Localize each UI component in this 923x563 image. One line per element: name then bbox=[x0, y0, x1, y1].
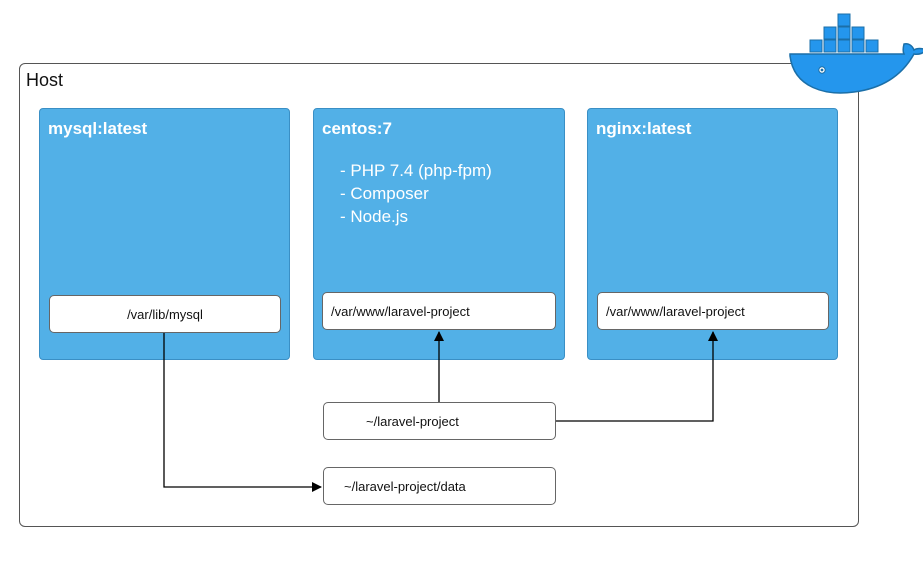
container-title: mysql:latest bbox=[48, 119, 148, 138]
feature-item: - PHP 7.4 (php-fpm) bbox=[340, 161, 492, 180]
host-label: Host bbox=[26, 70, 64, 90]
connector-mysql-to-data bbox=[163, 333, 322, 492]
connector-project-to-nginx bbox=[556, 331, 718, 422]
mount-nginx: /var/www/laravel-project bbox=[597, 292, 829, 330]
container-title: centos:7 bbox=[322, 119, 392, 138]
host-path-project: ~/laravel-project bbox=[323, 402, 556, 440]
docker-whale-logo bbox=[789, 13, 923, 94]
mount-centos: /var/www/laravel-project bbox=[322, 292, 556, 330]
container-title: nginx:latest bbox=[596, 119, 692, 138]
feature-list: - PHP 7.4 (php-fpm) - Composer - Node.js bbox=[340, 159, 492, 228]
mount-mysql: /var/lib/mysql bbox=[49, 295, 281, 333]
host-path-data: ~/laravel-project/data bbox=[323, 467, 556, 505]
feature-item: - Node.js bbox=[340, 207, 409, 226]
feature-item: - Composer bbox=[340, 184, 429, 203]
